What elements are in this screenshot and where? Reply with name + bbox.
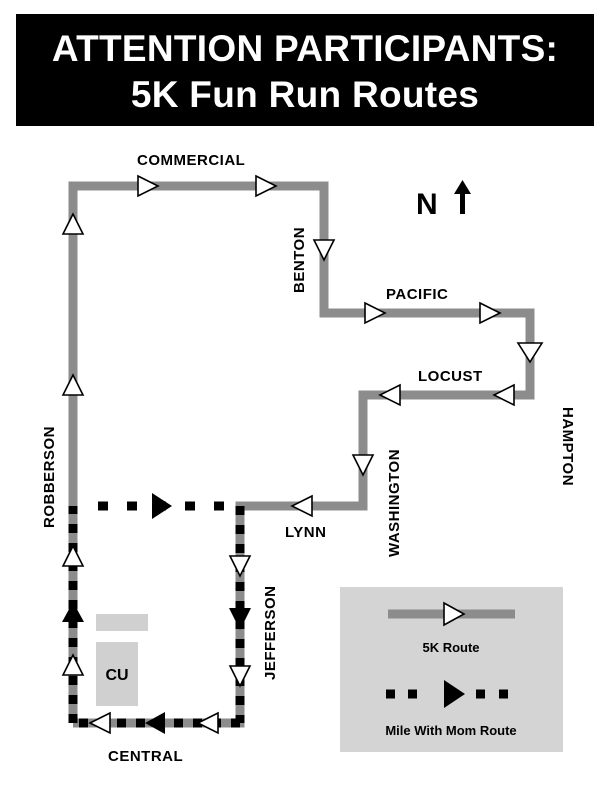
arrow-up <box>62 602 84 622</box>
legend: 5K Route Mile With Mom Route <box>340 587 563 752</box>
building-annex <box>96 614 148 631</box>
street-label-locust: LOCUST <box>418 368 483 385</box>
arrow-left <box>88 711 111 735</box>
arrow-up <box>61 544 85 567</box>
route-mom-arrows <box>62 493 251 734</box>
arrow-up <box>61 212 85 235</box>
title-line-2: 5K Fun Run Routes <box>130 74 480 115</box>
street-label-hampton: HAMPTON <box>559 407 576 486</box>
arrow-right <box>255 174 278 198</box>
title-line-1: ATTENTION PARTICIPANTS: <box>51 28 559 69</box>
street-label-robberson: ROBBERSON <box>41 426 58 528</box>
north-arrow-icon <box>454 180 471 214</box>
arrow-down <box>229 608 251 630</box>
arrow-down <box>516 342 544 364</box>
arrow-up <box>61 653 85 676</box>
street-label-pacific: PACIFIC <box>386 286 448 303</box>
street-label-central: CENTRAL <box>108 748 183 765</box>
street-label-commercial: COMMERCIAL <box>137 152 245 169</box>
legend-label-5k: 5K Route <box>422 640 479 655</box>
arrow-right <box>152 493 172 519</box>
route-5k-arrows <box>61 174 544 735</box>
street-label-benton: BENTON <box>291 227 308 293</box>
legend-mom-arrow-icon <box>444 680 465 708</box>
arrow-up <box>61 373 85 396</box>
legend-5k-arrow-icon <box>443 601 466 627</box>
building-cu <box>96 642 138 706</box>
arrow-left <box>378 383 401 407</box>
arrow-down <box>228 555 252 578</box>
arrow-down <box>228 665 252 688</box>
arrow-right <box>364 301 387 325</box>
arrow-down <box>312 239 336 262</box>
compass-letter: N <box>416 188 438 221</box>
title-banner: ATTENTION PARTICIPANTS: 5K Fun Run Route… <box>16 14 594 126</box>
arrow-left <box>290 494 313 518</box>
route-5k-path <box>68 181 535 728</box>
arrow-left <box>492 383 515 407</box>
arrow-left <box>145 712 165 734</box>
arrow-down <box>351 454 375 477</box>
building-cu-label: CU <box>105 667 128 684</box>
arrow-right <box>479 301 502 325</box>
legend-label-mom: Mile With Mom Route <box>385 723 516 738</box>
street-label-lynn: LYNN <box>285 524 326 541</box>
street-label-washington: WASHINGTON <box>386 449 403 557</box>
arrow-left <box>196 711 219 735</box>
street-label-jefferson: JEFFERSON <box>262 585 279 680</box>
arrow-right <box>137 174 160 198</box>
